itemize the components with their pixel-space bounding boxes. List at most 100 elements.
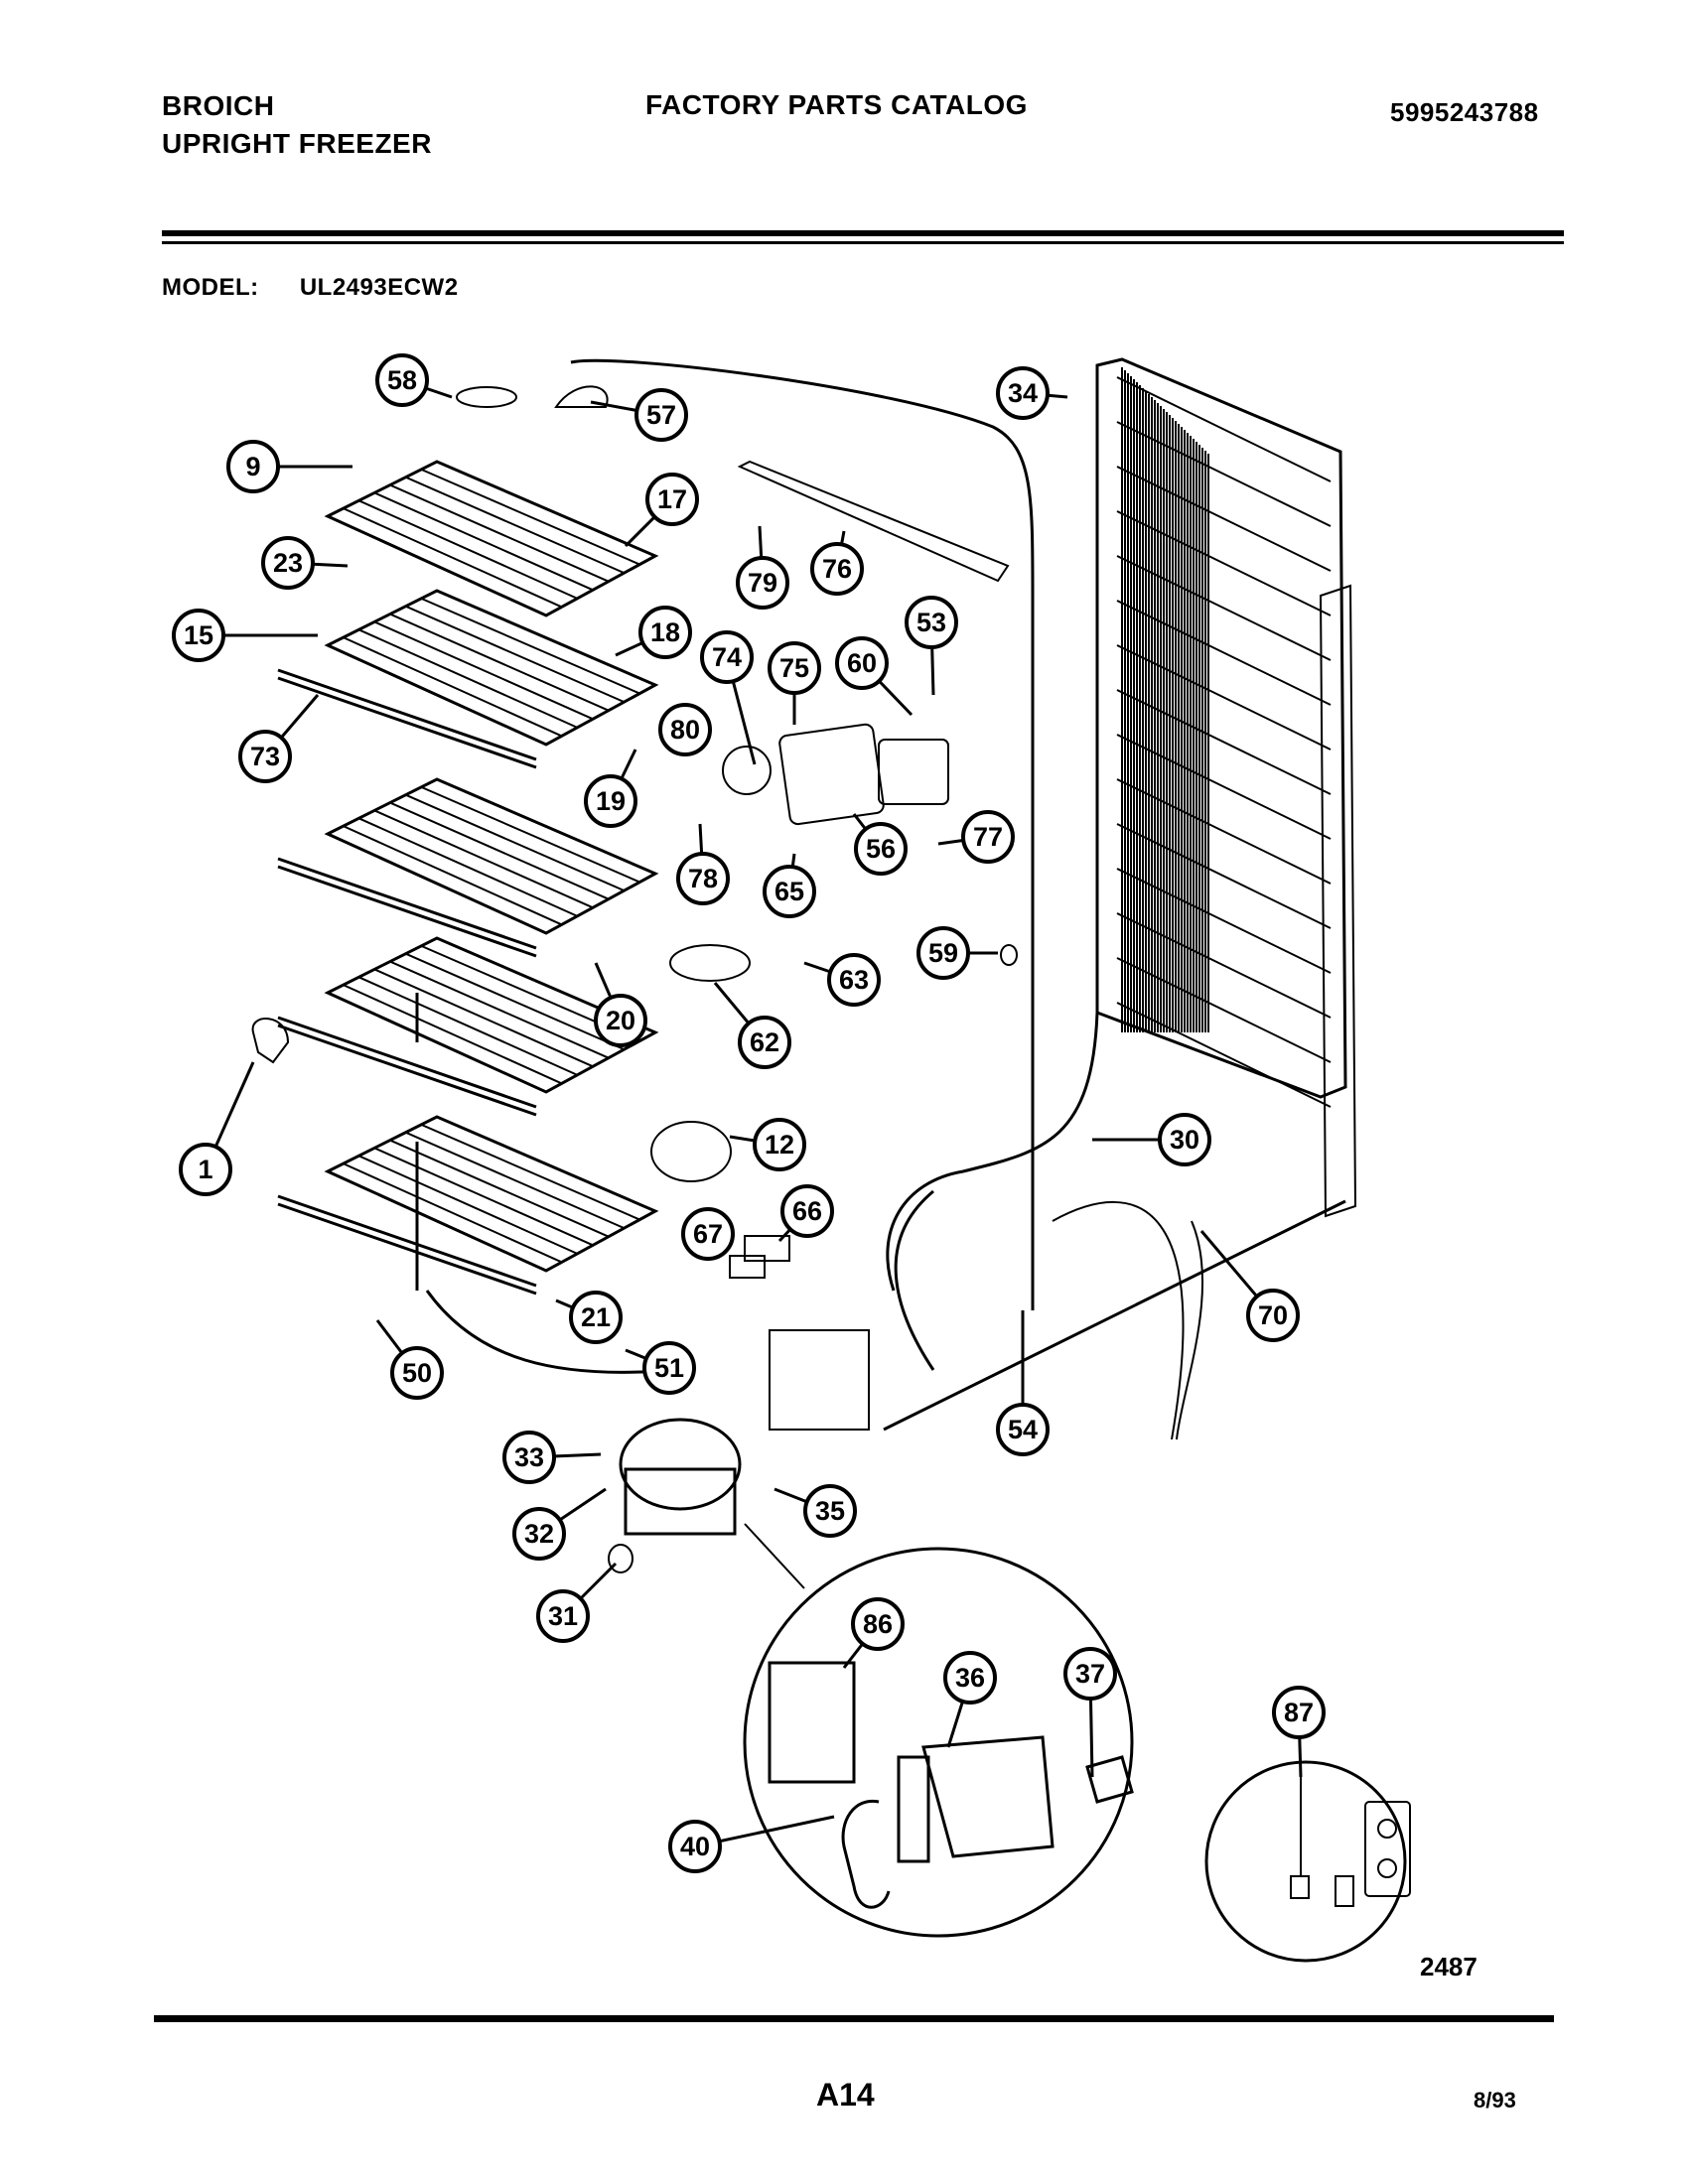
callout-30: 30 — [1158, 1113, 1211, 1166]
callout-51: 51 — [642, 1341, 696, 1395]
callout-label: 79 — [748, 568, 777, 598]
callout-label: 80 — [670, 715, 700, 745]
callout-label: 62 — [750, 1027, 779, 1057]
callout-36: 36 — [943, 1651, 997, 1705]
callout-label: 19 — [596, 786, 626, 816]
callout-12: 12 — [753, 1118, 806, 1171]
callout-label: 23 — [273, 548, 303, 578]
callout-label: 51 — [654, 1353, 684, 1383]
callout-label: 17 — [657, 484, 687, 514]
callout-label: 12 — [765, 1130, 794, 1160]
callout-label: 57 — [646, 400, 676, 430]
callout-53: 53 — [905, 596, 958, 649]
callout-54: 54 — [996, 1403, 1050, 1456]
callout-label: 87 — [1284, 1698, 1314, 1727]
drawing-number: 2487 — [1420, 1952, 1477, 1981]
callout-label: 63 — [839, 965, 869, 995]
model-line: MODEL: UL2493ECW2 — [162, 274, 459, 302]
callout-label: 34 — [1008, 378, 1038, 408]
callout-70: 70 — [1246, 1289, 1300, 1342]
callout-label: 67 — [693, 1219, 723, 1249]
callout-79: 79 — [736, 556, 789, 610]
callout-label: 54 — [1008, 1415, 1038, 1444]
callout-40: 40 — [668, 1820, 722, 1873]
callout-19: 19 — [584, 774, 637, 828]
callout-label: 70 — [1258, 1300, 1288, 1330]
callout-label: 77 — [973, 822, 1003, 852]
callout-label: 50 — [402, 1358, 432, 1388]
callout-59: 59 — [916, 926, 970, 980]
callout-label: 86 — [863, 1609, 893, 1639]
callout-label: 21 — [581, 1302, 611, 1332]
callout-73: 73 — [238, 730, 292, 783]
callout-label: 33 — [514, 1442, 544, 1472]
callout-60: 60 — [835, 636, 889, 690]
callout-label: 20 — [606, 1006, 635, 1035]
callout-1: 1 — [179, 1143, 232, 1196]
callout-74: 74 — [700, 630, 754, 684]
brand-name: BROICH — [162, 90, 275, 121]
callout-76: 76 — [810, 542, 864, 596]
condenser-drawing — [883, 357, 1357, 1432]
callout-label: 59 — [928, 938, 958, 968]
control-parts-drawing — [251, 385, 1018, 1279]
callout-15: 15 — [172, 609, 225, 662]
callout-label: 74 — [712, 642, 742, 672]
callout-label: 58 — [387, 365, 417, 395]
callout-label: 32 — [524, 1519, 554, 1549]
callout-67: 67 — [681, 1207, 735, 1261]
callout-label: 37 — [1075, 1659, 1105, 1689]
callout-label: 18 — [650, 617, 680, 647]
callout-23: 23 — [261, 536, 315, 590]
power-cord-detail-inset — [1204, 1760, 1411, 1963]
callout-label: 76 — [822, 554, 852, 584]
callout-86: 86 — [851, 1597, 905, 1651]
callout-label: 9 — [245, 452, 260, 481]
callout-65: 65 — [763, 865, 816, 918]
print-date: 8/93 — [1474, 2088, 1516, 2113]
callout-50: 50 — [390, 1346, 444, 1400]
callout-label: 65 — [774, 877, 804, 906]
model-label: MODEL: — [162, 274, 259, 301]
callout-18: 18 — [638, 606, 692, 659]
callout-63: 63 — [827, 953, 881, 1007]
callout-77: 77 — [961, 810, 1015, 864]
callout-label: 35 — [815, 1496, 845, 1526]
callout-21: 21 — [569, 1291, 623, 1344]
callout-33: 33 — [502, 1431, 556, 1484]
callout-58: 58 — [375, 353, 429, 407]
callout-78: 78 — [676, 852, 730, 905]
callout-label: 78 — [688, 864, 718, 893]
catalog-title: FACTORY PARTS CATALOG — [645, 89, 1028, 120]
footer-rule — [154, 2015, 1554, 2022]
callout-66: 66 — [780, 1184, 834, 1238]
callout-56: 56 — [854, 822, 908, 876]
callout-label: 66 — [792, 1196, 822, 1226]
callout-87: 87 — [1272, 1686, 1326, 1739]
callout-label: 53 — [916, 608, 946, 637]
callout-35: 35 — [803, 1484, 857, 1538]
callout-label: 75 — [779, 653, 809, 683]
callout-34: 34 — [996, 366, 1050, 420]
model-number: UL2493ECW2 — [299, 274, 459, 301]
callout-label: 31 — [548, 1601, 578, 1631]
callout-31: 31 — [536, 1589, 590, 1643]
callout-label: 36 — [955, 1663, 985, 1693]
catalog-number: 5995243788 — [1390, 97, 1539, 127]
header-rule — [162, 230, 1564, 236]
callout-label: 56 — [866, 834, 896, 864]
callout-62: 62 — [738, 1016, 791, 1069]
callout-37: 37 — [1063, 1647, 1117, 1701]
electrical-detail-inset — [743, 1547, 1134, 1938]
callout-80: 80 — [658, 703, 712, 756]
callout-32: 32 — [512, 1507, 566, 1561]
tubing-drawing — [415, 358, 1204, 1440]
compressor-drawing — [608, 1329, 870, 1589]
page-code: A14 — [816, 2077, 875, 2113]
callout-label: 60 — [847, 648, 877, 678]
callout-75: 75 — [768, 641, 821, 695]
callout-17: 17 — [645, 473, 699, 526]
brand-block: BROICH UPRIGHT FREEZER — [162, 87, 432, 163]
evaporator-shelves-drawing — [277, 460, 659, 1296]
